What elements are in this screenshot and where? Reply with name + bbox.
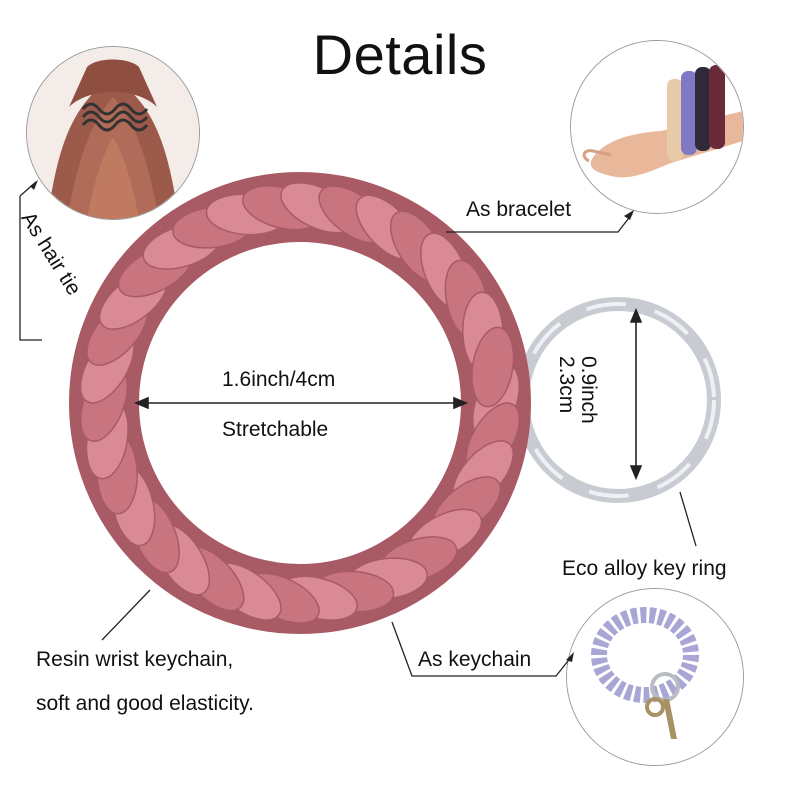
width-dimension-arrow	[133, 396, 469, 410]
material-label-line1: Resin wrist keychain,	[36, 648, 234, 671]
coil-keychain-image	[69, 172, 531, 634]
key-ring-leader	[679, 491, 697, 547]
leader-lines	[19, 181, 697, 677]
hair-tie-leader	[19, 196, 42, 341]
key-ring-label: Eco alloy key ring	[562, 557, 727, 580]
resin-leader	[101, 589, 151, 641]
ring-inch-label: 0.9inch	[577, 356, 600, 424]
ring-cm-label: 2.3cm	[555, 356, 578, 414]
bracelet-label: As bracelet	[466, 198, 572, 221]
ring-dimension-arrow	[629, 307, 643, 481]
page-title: Details	[312, 23, 488, 86]
bracelet-inset-photo	[570, 40, 744, 214]
material-label-line2: soft and good elasticity.	[36, 692, 254, 715]
keychain-inset-photo	[566, 588, 744, 766]
keychain-label: As keychain	[418, 648, 532, 671]
bracelet-illustration	[571, 41, 743, 213]
hair-tie-illustration	[27, 47, 199, 219]
keychain-illustration	[567, 589, 743, 765]
keychain-leader	[391, 621, 573, 677]
hair-tie-inset-photo	[26, 46, 200, 220]
coil-segment	[471, 326, 515, 408]
bracelet-leader	[446, 213, 633, 233]
inner-diameter-label: 1.6inch/4cm	[222, 368, 336, 391]
stretchable-label: Stretchable	[222, 418, 329, 441]
